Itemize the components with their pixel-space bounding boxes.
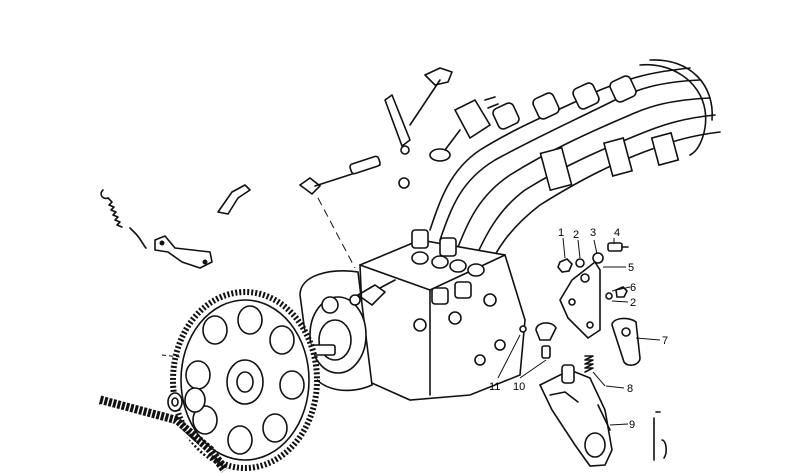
gear-washer-nut [167,387,206,413]
callout-2-top: 2 [573,229,579,241]
callout-9: 9 [629,419,635,431]
callout-1: 1 [558,227,564,239]
callout-4: 4 [614,227,620,239]
edge-fragment [653,411,667,461]
callout-3: 3 [590,227,596,239]
ball-joint-stud [519,322,557,359]
injection-pump [299,229,526,401]
timing-belt [98,395,229,473]
angle-bracket [217,184,251,215]
callout-7: 7 [662,335,668,347]
throttle-linkage [298,67,499,196]
adjuster-spring [584,355,594,373]
callout-numbers: 1 2 3 4 5 6 2 7 8 9 10 11 [489,227,668,431]
small-hardware [557,242,629,300]
fuel-injection-lines [429,59,721,286]
callout-8: 8 [627,383,633,395]
drive-gear [161,289,320,471]
callout-10: 10 [513,381,525,393]
bracket-plate [611,317,641,367]
throttle-bracket [154,235,213,269]
alignment-line [317,197,356,269]
callout-5: 5 [628,262,634,274]
callout-6: 6 [630,282,636,294]
return-spring [100,189,147,249]
leader-lines [497,237,661,426]
callout-11: 11 [489,381,500,393]
lever-plate [559,260,601,340]
cold-start-device [538,364,613,467]
callout-2-bottom: 2 [630,297,636,309]
